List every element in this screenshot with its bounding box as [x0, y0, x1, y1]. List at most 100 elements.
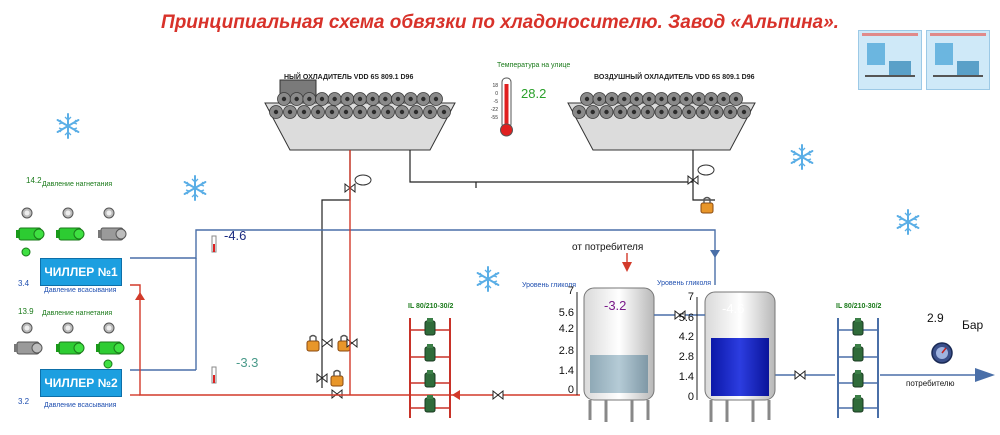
thermo-tick: -22: [490, 107, 498, 113]
fan-icon: [729, 92, 743, 106]
fan-icon: [580, 92, 594, 106]
chiller1-discharge-value: 14.2: [26, 176, 42, 185]
cooler-left-label: НЫЙ ОХЛАДИТЕЛЬ VDD 6S 809.1 D96: [284, 74, 414, 81]
fan-icon: [391, 92, 405, 106]
tank-left-temp-value: -3.2: [604, 298, 627, 313]
chiller2-suction-value: 3.2: [18, 397, 30, 406]
fan-icon: [613, 105, 628, 119]
chiller1-suction-value: 3.4: [18, 279, 30, 288]
scale-tick: 0: [567, 384, 574, 396]
fan-icon: [668, 105, 683, 119]
fan-icon: [679, 92, 694, 106]
thermometer-icon: [211, 235, 217, 253]
pressure-gauge-icon: [931, 342, 953, 364]
valve-icon: [346, 338, 358, 348]
fan-icon: [353, 92, 367, 106]
fan-icon: [269, 105, 283, 119]
fan-icon: [381, 105, 395, 119]
chiller1-discharge-label: Давление нагнетания: [42, 181, 113, 188]
scheme-thumbnail-1[interactable]: [858, 30, 922, 90]
snowflake-icon: [476, 266, 500, 292]
pump-group-right-label: IL 80/210-30/2: [836, 303, 882, 310]
scale-tick: 7: [687, 291, 694, 303]
valve-icon: [492, 390, 504, 400]
fan-icon: [654, 92, 669, 106]
scale-tick: 4.2: [678, 331, 694, 343]
fan-icon: [340, 92, 355, 106]
fan-icon: [429, 92, 443, 106]
scale-tick: 0: [687, 391, 694, 403]
fan-icon: [353, 105, 367, 119]
from-consumer-label: от потребителя: [572, 242, 644, 253]
thermo-tick: 18: [492, 83, 498, 89]
valve-icon: [321, 338, 333, 348]
fan-icon: [723, 105, 738, 119]
supply-pipe: [130, 229, 975, 376]
cooler-pipes: [321, 150, 715, 388]
fan-icon: [297, 105, 311, 119]
fan-icon: [572, 105, 586, 119]
scheme-thumbnail-2[interactable]: [926, 30, 990, 90]
outdoor-temp-label: Температура на улице: [497, 62, 571, 69]
fan-icon: [709, 105, 724, 119]
scale-tick: 1.4: [678, 371, 694, 383]
air-cooler-right: [567, 92, 756, 151]
sensor-icon: [354, 174, 372, 186]
fan-icon: [311, 105, 325, 119]
thermo-tick: 0: [495, 91, 498, 97]
chiller-1-button[interactable]: ЧИЛЛЕР №1: [40, 258, 122, 286]
fan-icon: [654, 105, 669, 119]
cooler-right-label: ВОЗДУШНЫЙ ОХЛАДИТЕЛЬ VDD 6S 809.1 D96: [594, 74, 755, 81]
tank-left-level-label: Уровень гликоля: [522, 282, 577, 289]
pump-rack-left: [409, 317, 451, 418]
valve-icon: [331, 389, 343, 399]
scale-tick: 7: [567, 285, 574, 297]
valve-icon: [794, 370, 806, 380]
fan-icon: [289, 92, 304, 106]
chiller2-suction-label: Давление всасывания: [44, 402, 117, 409]
lock-icon: [330, 369, 344, 387]
fan-icon: [604, 92, 619, 106]
fan-icon: [367, 105, 381, 119]
fan-icon: [403, 92, 418, 106]
fan-icon: [277, 92, 291, 106]
fan-icon: [629, 92, 644, 106]
chiller2-discharge-value: 13.9: [18, 307, 34, 316]
tank-right-temp-value: -4.6: [722, 301, 745, 316]
fan-icon: [315, 92, 329, 106]
pump-group-left-label: IL 80/210-30/2: [408, 303, 454, 310]
fan-icon: [642, 92, 657, 106]
scale-tick: 4.2: [558, 323, 574, 335]
fan-icon: [617, 92, 632, 106]
fan-icon: [704, 92, 719, 106]
fan-icon: [283, 105, 297, 119]
air-cooler-left: [264, 79, 456, 151]
fan-icon: [599, 105, 614, 119]
supply-temp-value: -4.6: [224, 228, 247, 243]
fan-icon: [592, 92, 607, 106]
fan-icon: [339, 105, 353, 119]
thermometer-scale: 18 0 -5 -22 -55: [486, 82, 498, 122]
pressure-value: 2.9: [927, 311, 944, 325]
scale-tick: 5.6: [678, 312, 694, 324]
glycol-tank-left: [583, 287, 655, 422]
lock-icon: [306, 334, 320, 352]
page-title: Принципиальная схема обвязки по хладонос…: [161, 12, 839, 33]
snowflake-icon: [896, 209, 920, 235]
snowflake-icon: [56, 113, 80, 139]
fan-icon: [416, 92, 431, 106]
chiller-2-button[interactable]: ЧИЛЛЕР №2: [40, 369, 122, 397]
snowflake-icon: [790, 144, 814, 170]
pressure-unit: Бар: [962, 318, 984, 332]
fan-icon: [423, 105, 437, 119]
fan-icon: [365, 92, 380, 106]
fan-icon: [327, 92, 342, 106]
fan-icon: [437, 105, 451, 119]
fan-icon: [585, 105, 600, 119]
fan-icon: [627, 105, 641, 119]
fan-icon: [409, 105, 423, 119]
thermo-tick: -55: [490, 115, 498, 121]
fan-icon: [716, 92, 731, 106]
